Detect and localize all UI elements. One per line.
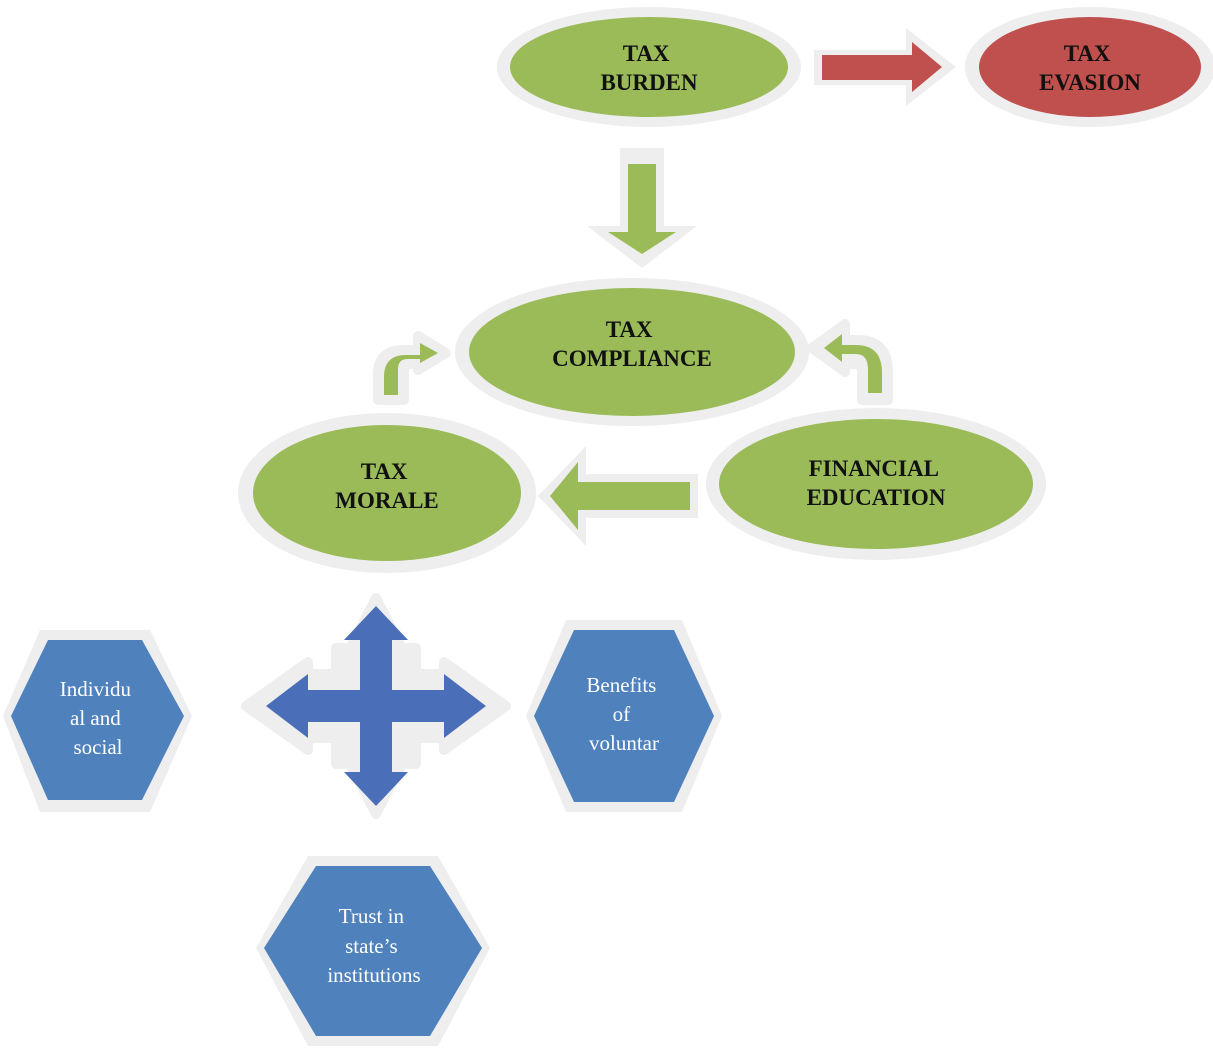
arrow-burden-to-compliance — [587, 148, 697, 268]
arrow-morale-to-compliance — [373, 331, 451, 405]
factor-individual-social: Individu al and social — [3, 630, 192, 812]
tax-evasion-line2: EVASION — [1039, 70, 1141, 95]
svg-text:Individu al and so: Individu al and social — [60, 677, 136, 759]
node-tax-evasion: TAX EVASION — [965, 7, 1213, 127]
benefits-line2: of — [613, 702, 631, 726]
trust-line2: state’s — [345, 934, 398, 958]
benefits-line1: Benefits — [586, 673, 656, 697]
svg-text:Trust in state’s i: Trust in state’s institutions — [327, 904, 420, 987]
benefits-line3: voluntar — [589, 731, 659, 755]
factor-trust: Trust in state’s institutions — [256, 856, 490, 1046]
svg-text:Benefits of volunt: Benefits of voluntar — [586, 673, 661, 755]
individual-social-line2: al and — [70, 706, 121, 730]
svg-text:TAX COMPLIANCE: TAX COMPLIANCE — [552, 317, 712, 371]
financial-education-line2: EDUCATION — [807, 485, 946, 510]
tax-compliance-line2: COMPLIANCE — [552, 346, 712, 371]
svg-text:FINANCIAL EDUCATION: FINANCIAL EDUCATION — [807, 456, 946, 510]
svg-text:TAX EVASION: TAX EVASION — [1039, 41, 1141, 95]
factor-benefits: Benefits of voluntar — [526, 620, 722, 812]
tax-compliance-line1: TAX — [606, 317, 653, 342]
node-tax-burden: TAX BURDEN — [497, 7, 801, 127]
trust-line3: institutions — [327, 963, 420, 987]
individual-social-line3: social — [74, 735, 123, 759]
node-tax-compliance: TAX COMPLIANCE — [455, 278, 809, 426]
tax-morale-line1: TAX — [361, 459, 408, 484]
financial-education-line1: FINANCIAL — [809, 456, 939, 481]
svg-text:TAX BURDEN: TAX BURDEN — [600, 41, 698, 95]
individual-social-line1: Individu — [60, 677, 132, 701]
tax-evasion-line1: TAX — [1064, 41, 1111, 66]
arrow-education-to-morale — [538, 446, 698, 546]
four-way-arrow — [241, 593, 511, 819]
tax-burden-line1: TAX — [623, 41, 670, 66]
node-financial-education: FINANCIAL EDUCATION — [706, 408, 1046, 560]
arrow-burden-to-evasion — [814, 28, 956, 106]
trust-line1: Trust in — [339, 904, 405, 928]
arrow-burden-to-evasion-fill — [822, 42, 942, 92]
arrow-education-to-compliance — [807, 319, 893, 405]
tax-burden-line2: BURDEN — [600, 70, 698, 95]
tax-morale-line2: MORALE — [335, 488, 439, 513]
node-tax-morale: TAX MORALE — [238, 413, 536, 573]
svg-text:TAX MORALE: TAX MORALE — [335, 459, 439, 513]
